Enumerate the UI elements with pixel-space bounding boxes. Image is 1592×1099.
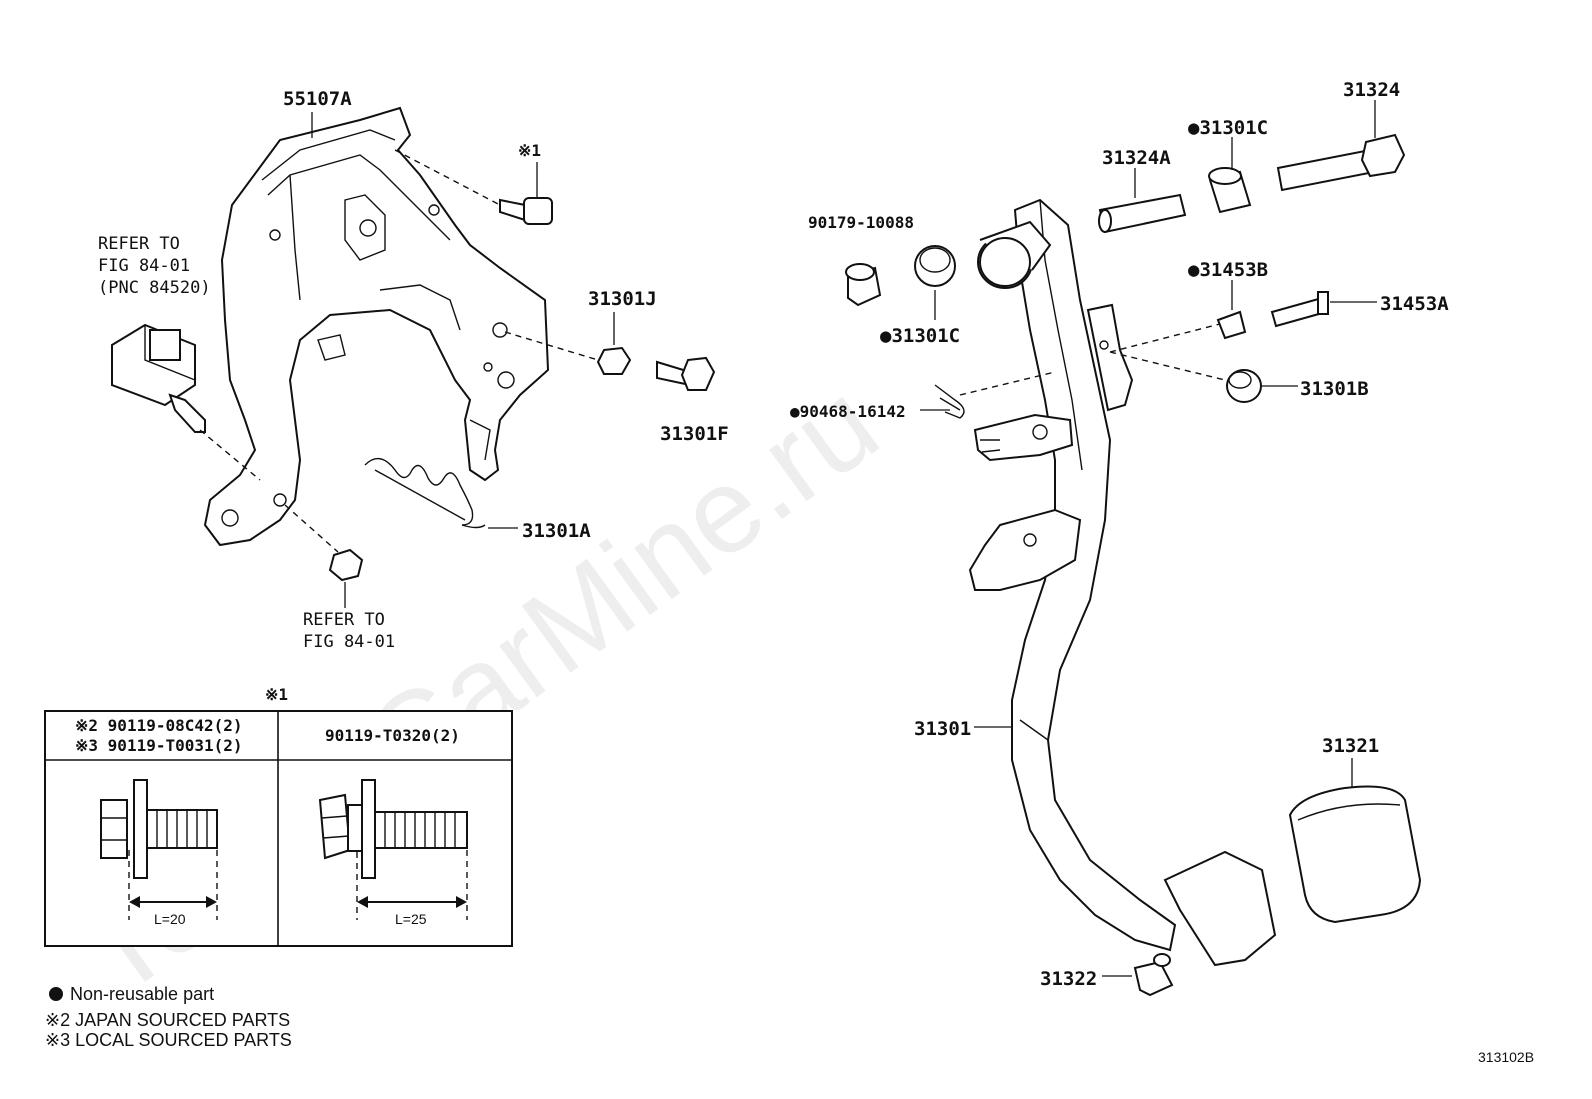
label-31321: 31321 bbox=[1322, 735, 1379, 757]
table-col1-line2: ※3 90119-T0031(2) bbox=[75, 736, 243, 755]
nut-31301J bbox=[596, 346, 632, 375]
label-mark1: ※1 bbox=[518, 141, 541, 160]
label-refer2-line2: FIG 84-01 bbox=[303, 632, 395, 652]
label-90468-16142: ●90468-16142 bbox=[790, 402, 906, 421]
label-refer1-line2: FIG 84-01 bbox=[98, 256, 190, 276]
label-refer2-line1: REFER TO bbox=[303, 610, 385, 630]
label-refer1-line1: REFER TO bbox=[98, 234, 180, 254]
switch-bracket bbox=[1086, 303, 1134, 412]
legend-local: ※3 LOCAL SOURCED PARTS bbox=[45, 1030, 292, 1050]
legend-non-reusable: Non-reusable part bbox=[70, 984, 214, 1004]
bush-31301C-upper bbox=[1208, 167, 1252, 214]
label-31324A: 31324A bbox=[1102, 147, 1171, 169]
bush-90179-10088 bbox=[845, 263, 882, 307]
bolt-31301F bbox=[656, 356, 716, 391]
label-31322: 31322 bbox=[1040, 968, 1097, 990]
bush-31301B bbox=[1226, 369, 1262, 403]
label-31301J: 31301J bbox=[588, 288, 657, 310]
bolt-mark1 bbox=[499, 197, 553, 225]
label-31301F: 31301F bbox=[660, 423, 729, 445]
pedal-boss bbox=[977, 220, 1052, 289]
nut-lower bbox=[328, 548, 364, 582]
spring-31301A bbox=[364, 457, 486, 529]
bolt-drawing-l20 bbox=[100, 779, 218, 920]
clip-bracket bbox=[973, 413, 1074, 462]
label-31301C-upper: ●31301C bbox=[1188, 117, 1268, 139]
label-90179-10088: 90179-10088 bbox=[808, 213, 914, 232]
label-31301C-lower: ●31301C bbox=[880, 325, 960, 347]
label-31301: 31301 bbox=[914, 718, 971, 740]
bush-31301C-lower bbox=[914, 245, 956, 287]
pin-31453A bbox=[1270, 291, 1329, 328]
table-col2-header: 90119-T0320(2) bbox=[325, 726, 460, 745]
drawing-number: 313102B bbox=[1478, 1049, 1534, 1065]
table-title: ※1 bbox=[265, 685, 288, 704]
non-reusable-dot bbox=[49, 987, 63, 1001]
pedal-bracket bbox=[203, 106, 550, 547]
bolt-drawing-l25 bbox=[318, 779, 468, 920]
label-31453B: ●31453B bbox=[1188, 259, 1268, 281]
label-31453A: 31453A bbox=[1380, 293, 1449, 315]
stopper-31322 bbox=[1133, 953, 1174, 997]
pedal-pad-31321 bbox=[1288, 785, 1422, 924]
dim-l20: L=20 bbox=[154, 911, 186, 927]
table-col1-line1: ※2 90119-08C42(2) bbox=[75, 716, 243, 735]
dim-l25: L=25 bbox=[395, 911, 427, 927]
bolt-31324 bbox=[1276, 133, 1406, 192]
collar-31324A bbox=[1098, 193, 1187, 234]
legend-japan: ※2 JAPAN SOURCED PARTS bbox=[45, 1010, 290, 1030]
label-31301B: 31301B bbox=[1300, 378, 1369, 400]
lower-bracket bbox=[968, 508, 1082, 591]
label-31324: 31324 bbox=[1343, 79, 1400, 101]
stop-lamp-switch bbox=[111, 323, 206, 433]
label-55107A: 55107A bbox=[283, 88, 352, 110]
pedal-pad-base bbox=[1163, 850, 1277, 967]
label-refer1-line3: (PNC 84520) bbox=[98, 278, 211, 298]
label-31301A: 31301A bbox=[522, 520, 591, 542]
bush-31453B bbox=[1216, 310, 1247, 340]
clip-90468-16142 bbox=[934, 384, 965, 419]
